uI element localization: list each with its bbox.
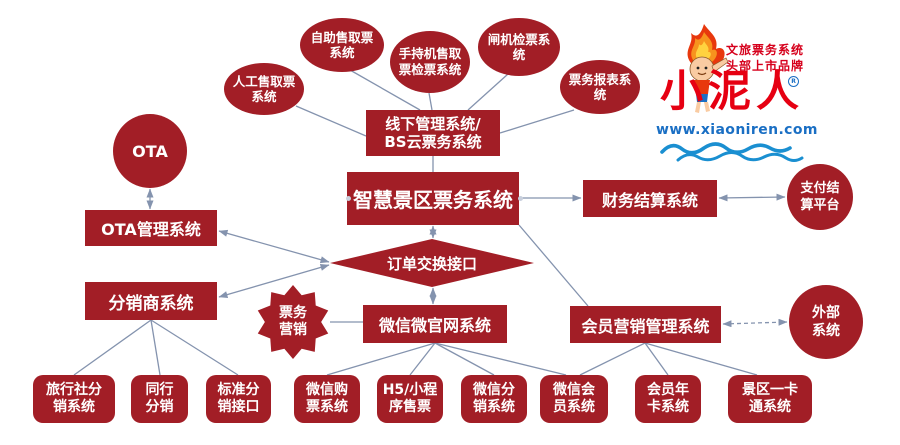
node-wechat-distribution-system: 微信分 销系统 xyxy=(461,375,527,423)
node-member-card-system: 会员年 卡系统 xyxy=(635,375,701,423)
node-distributor-system: 分销商系统 xyxy=(85,282,217,320)
brand-logo: 文旅票务系统 头部上市品牌 小泥人 R www.xiaoniren.com xyxy=(652,12,837,167)
node-peer-distribution: 同行 分销 xyxy=(131,375,188,423)
wave-icon xyxy=(660,142,804,162)
node-ota: OTA xyxy=(113,114,187,188)
node-payment-platform: 支付结 算平台 xyxy=(787,164,853,230)
brand-name: 小泥人 xyxy=(660,67,804,117)
node-wechat-member-system: 微信会 员系统 xyxy=(540,375,608,423)
node-self-service-ticket-system: 自助售取票 系统 xyxy=(300,18,384,72)
node-ota-management-system: OTA管理系统 xyxy=(85,210,217,246)
mascot-icon xyxy=(687,24,729,113)
node-gate-check-system: 闸机检票系 统 xyxy=(478,18,560,76)
node-finance-settlement-system: 财务结算系统 xyxy=(583,180,717,217)
brand-website: www.xiaoniren.com xyxy=(656,122,818,138)
registered-trademark-icon: R xyxy=(788,76,799,87)
node-h5-miniprogram-ticketing: H5/小程 序售票 xyxy=(377,375,443,423)
node-offline-management-system: 线下管理系统/ BS云票务系统 xyxy=(366,110,500,156)
node-scenic-card-system: 景区一卡 通系统 xyxy=(728,375,812,423)
node-manual-ticket-system: 人工售取票 系统 xyxy=(224,63,304,115)
node-wechat-site-system: 微信微官网系统 xyxy=(363,305,507,343)
node-external-system: 外部 系统 xyxy=(789,285,863,359)
node-ticket-report-system: 票务报表系 统 xyxy=(560,60,640,114)
connection-dot-right xyxy=(518,196,523,201)
node-wechat-purchase-system: 微信购 票系统 xyxy=(294,375,360,423)
node-standard-distribution-api: 标准分 销接口 xyxy=(206,375,271,423)
node-handheld-ticket-system: 手持机售取 票检票系统 xyxy=(390,31,470,93)
node-travel-agency-distribution: 旅行社分 销系统 xyxy=(33,375,115,423)
node-member-marketing-system: 会员营销管理系统 xyxy=(570,306,721,343)
connection-dot-left xyxy=(346,196,351,201)
brand-tagline: 文旅票务系统 头部上市品牌 xyxy=(726,43,805,73)
node-smart-scenic-ticketing-system: 智慧景区票务系统 xyxy=(347,172,519,225)
